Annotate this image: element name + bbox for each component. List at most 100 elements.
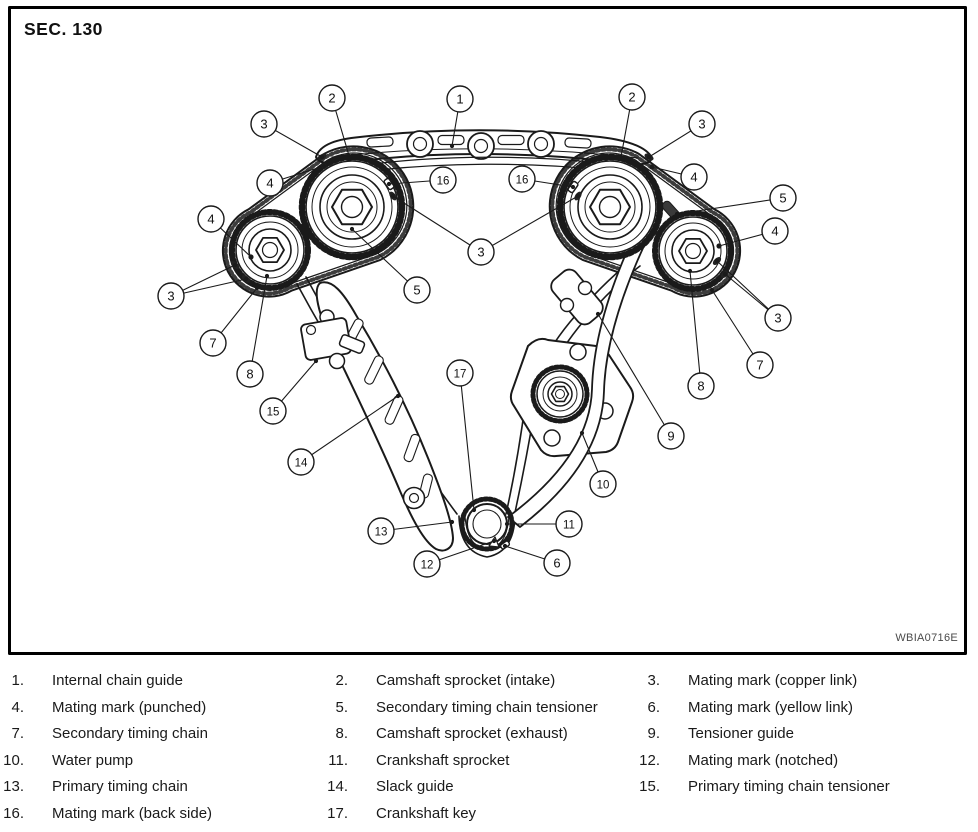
legend-item-number: 1.: [11, 672, 24, 689]
svg-text:16: 16: [437, 175, 450, 187]
legend-item-number: 5.: [335, 698, 348, 716]
callout-3: 3: [157, 282, 185, 310]
svg-text:3: 3: [260, 116, 267, 131]
legend-item: 3.Mating mark (copper link): [636, 668, 978, 695]
legend-item-label: Crankshaft sprocket: [376, 751, 510, 769]
svg-text:13: 13: [375, 526, 388, 538]
tensioner-guide-bracket: [550, 268, 604, 326]
callout-3: 3: [467, 238, 495, 266]
legend-item-number: 10.: [3, 751, 24, 769]
legend-item-label: Camshaft sprocket (exhaust): [376, 725, 568, 742]
callout-9: 9: [657, 422, 685, 450]
legend-item: 12. Mating mark (notched): [636, 748, 978, 775]
legend: 1. Internal chain guide 4.Mating mark (pu…: [0, 668, 978, 827]
legend-item-label: Mating mark (yellow link): [688, 698, 854, 716]
diagram-border: [8, 6, 967, 655]
callout-11: 11: [555, 510, 583, 538]
svg-text:8: 8: [697, 378, 704, 393]
callout-16: 16: [429, 166, 457, 194]
legend-item-label: Tensioner guide: [688, 725, 794, 742]
svg-text:4: 4: [207, 211, 214, 226]
legend-item-label: Internal chain guide: [52, 672, 183, 689]
camshaft-sprocket-exhaust-right: [652, 210, 734, 292]
callout-4: 4: [761, 217, 789, 245]
callout-1: 1: [446, 85, 474, 113]
callout-8: 8: [687, 372, 715, 400]
svg-text:8: 8: [246, 366, 253, 381]
legend-item-number: 6.: [647, 698, 660, 716]
legend-item-number: 7.: [11, 725, 24, 742]
legend-item-label: Mating mark (notched): [688, 751, 839, 769]
internal-chain-guide: [315, 129, 653, 166]
callout-16: 16: [508, 165, 536, 193]
callout-5: 5: [769, 184, 797, 212]
legend-item-number: 11.: [328, 751, 348, 769]
svg-text:2: 2: [628, 89, 635, 104]
callout-3: 3: [250, 110, 278, 138]
svg-text:3: 3: [774, 310, 781, 325]
legend-item-number: 9.: [647, 725, 660, 742]
legend-item: 13. Primary timing chain: [0, 774, 324, 801]
section-label: SEC. 130: [24, 19, 103, 39]
svg-text:5: 5: [779, 190, 786, 205]
legend-item: 17. Crankshaft key: [324, 801, 636, 828]
camshaft-sprocket-exhaust-left: [229, 209, 311, 291]
legend-item-number: 12.: [639, 751, 660, 769]
svg-text:14: 14: [295, 457, 308, 469]
callout-17: 17: [446, 359, 474, 387]
callout-14: 14: [287, 448, 315, 476]
svg-text:12: 12: [421, 559, 434, 571]
legend-column-1: 1. Internal chain guide 4.Mating mark (pu…: [0, 668, 324, 827]
svg-text:9: 9: [667, 428, 674, 443]
legend-item-label: Crankshaft key: [376, 804, 477, 822]
svg-text:11: 11: [563, 519, 575, 531]
svg-text:3: 3: [477, 244, 484, 259]
legend-item-number: 2.: [335, 672, 348, 689]
callout-7: 7: [199, 329, 227, 357]
legend-item-number: 17.: [327, 804, 348, 822]
camshaft-sprocket-intake-right: [556, 153, 664, 261]
svg-text:1: 1: [456, 91, 463, 106]
legend-item-number: 14.: [327, 778, 348, 795]
svg-text:4: 4: [771, 223, 778, 238]
callout-2: 2: [318, 84, 346, 112]
primary-chain-tensioner: [300, 309, 366, 370]
legend-item: 4.Mating mark (punched): [0, 695, 324, 722]
legend-column-2: 2.Camshaft sprocket (intake) 5. Secondary…: [324, 668, 636, 827]
callout-8: 8: [236, 360, 264, 388]
callout-4: 4: [680, 163, 708, 191]
legend-item-number: 3.: [647, 672, 660, 689]
legend-item: 1. Internal chain guide: [0, 668, 324, 695]
legend-item-label: Mating mark (back side): [52, 804, 213, 822]
callout-3: 3: [764, 304, 792, 332]
legend-item-label: Secondary timing chain: [52, 725, 208, 742]
legend-item: 2.Camshaft sprocket (intake): [324, 668, 636, 695]
camshaft-sprocket-intake-left: [298, 153, 406, 261]
svg-text:7: 7: [756, 357, 763, 372]
callout-6: 6: [543, 549, 571, 577]
svg-text:3: 3: [167, 288, 174, 303]
legend-item-label: Water pump: [52, 751, 134, 769]
legend-item-label: Mating mark (punched): [52, 698, 207, 716]
svg-text:5: 5: [413, 282, 420, 297]
svg-text:15: 15: [267, 406, 280, 418]
legend-item-label: Secondary timing chain tensioner: [376, 698, 598, 716]
legend-item-label: Primary timing chain: [52, 778, 188, 795]
callout-4: 4: [197, 205, 225, 233]
callout-15: 15: [259, 397, 287, 425]
crankshaft-sprocket: [459, 496, 515, 552]
legend-item: 6. Mating mark (yellow link): [636, 695, 978, 722]
legend-item: 5. Secondary timing chain tensioner: [324, 695, 636, 722]
legend-column-3: 3.Mating mark (copper link) 6. Mating mar…: [636, 668, 978, 827]
legend-item: 9. Tensioner guide: [636, 721, 978, 748]
callout-12: 12: [413, 550, 441, 578]
legend-item: 8.Camshaft sprocket (exhaust): [324, 721, 636, 748]
legend-item: 10. Water pump: [0, 748, 324, 775]
legend-item-number: 13.: [3, 778, 24, 795]
callout-2: 2: [618, 83, 646, 111]
svg-text:6: 6: [553, 555, 560, 570]
